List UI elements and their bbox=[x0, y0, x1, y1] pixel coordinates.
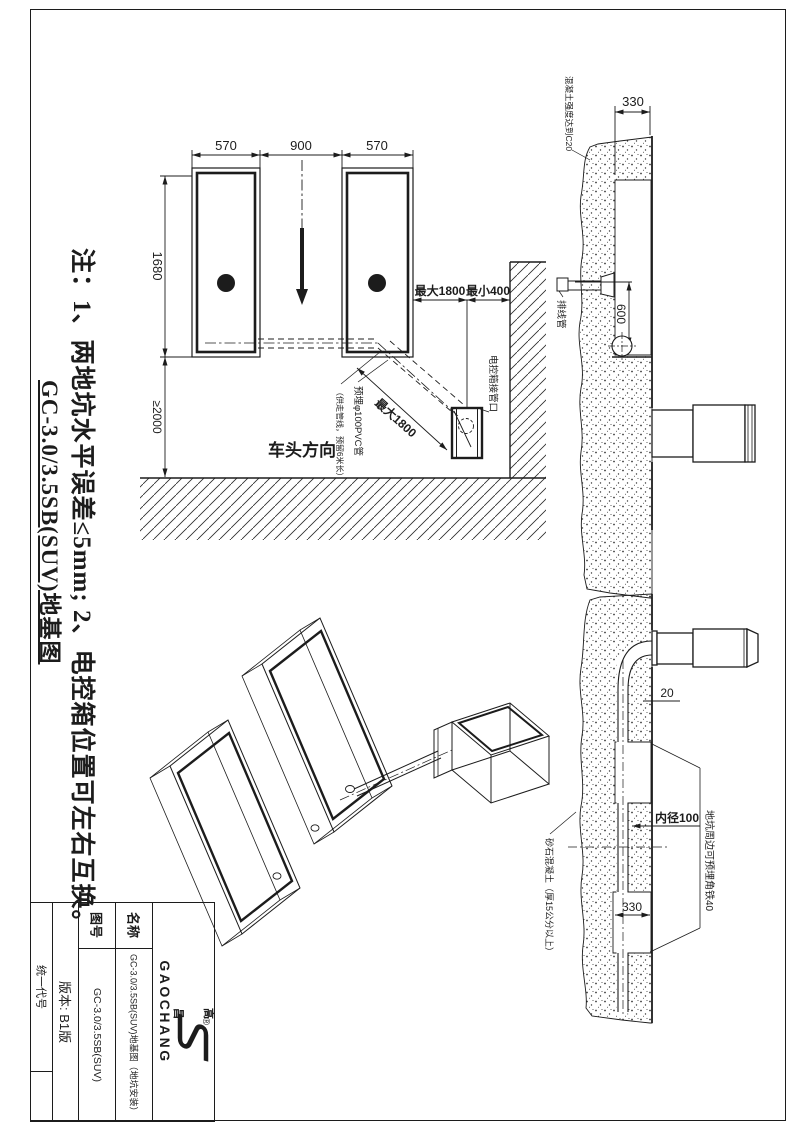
control-box-plan bbox=[450, 406, 484, 460]
direction-arrow bbox=[296, 228, 308, 305]
plan-view: 570 900 570 1680 ≥2000 车头方向 bbox=[140, 138, 546, 540]
section-view-lower: 20 内径100 330 地坑周边可预埋角铁40 砂石混凝土（厚15公分以上） bbox=[544, 593, 759, 1024]
right-platform bbox=[341, 167, 414, 358]
dim-1680: 1680 bbox=[150, 252, 165, 281]
drawing-no-value: GC-3.0/3.5SB(SUV) bbox=[91, 988, 103, 1082]
unified-code-label: 统一代号 bbox=[34, 964, 47, 1009]
conduit-hole bbox=[458, 418, 474, 434]
title-block: 统一代号 版本: B1版 图号 GC-3.0/3.5SB(SUV) 名称 GC-… bbox=[30, 902, 215, 1122]
angle-iron-label: 地坑周边可预埋角铁40 bbox=[703, 810, 716, 912]
angle-iron-callout bbox=[649, 743, 701, 953]
dim-diag-max1800: 最大1800 bbox=[372, 395, 420, 440]
sheet-border-frame bbox=[30, 9, 786, 1121]
logo-column: 高 昌 ® GAOCHANG bbox=[153, 903, 214, 1121]
gravel-concrete-label: 砂石混凝土（厚15公分以上） bbox=[544, 838, 555, 956]
name-value: GC-3.0/3.5SB(SUV)地基图（地坑安装） bbox=[128, 954, 139, 1116]
iso-control-box bbox=[433, 702, 551, 804]
iso-platform-right bbox=[241, 617, 393, 845]
registered-mark: ® bbox=[199, 1017, 211, 1025]
dim-min400: 最小400 bbox=[466, 283, 510, 298]
dim-20: 20 bbox=[660, 686, 674, 700]
unified-code-value-cell bbox=[31, 1072, 52, 1121]
gaochang-logo: 高 昌 ® GAOCHANG bbox=[154, 917, 214, 1107]
note-text: 注：1、两地坑水平误差≤5mm; 2、电控箱位置可左右互换。 bbox=[68, 248, 95, 936]
drawing-no-column: 图号 GC-3.0/3.5SB(SUV) bbox=[79, 903, 116, 1121]
isometric-view bbox=[149, 617, 551, 947]
gravel-leader bbox=[549, 811, 577, 835]
name-label: 名称 bbox=[125, 912, 141, 939]
name-column: 名称 GC-3.0/3.5SB(SUV)地基图（地坑安装） bbox=[116, 903, 153, 1121]
top-dimensions bbox=[191, 150, 414, 168]
depth-600-dim bbox=[575, 281, 632, 346]
inner-dia-label: 内径100 bbox=[655, 810, 699, 825]
drawing-no-label: 图号 bbox=[88, 912, 104, 939]
brand-cn-bottom: 昌 bbox=[171, 1008, 184, 1019]
drawing-title-text: GC-3.0/3.5SB(SUV)地基图 bbox=[37, 380, 62, 665]
conduit-note-label: （供走管线，预留6米长） bbox=[335, 388, 345, 480]
version-column: 版本: B1版 bbox=[53, 903, 79, 1121]
box-port-leader bbox=[479, 408, 490, 413]
left-dimensions bbox=[160, 175, 192, 477]
left-platform bbox=[191, 167, 261, 358]
dim-600: 600 bbox=[614, 304, 628, 324]
conduit-circle bbox=[608, 332, 636, 360]
drain-label: 排线管 bbox=[555, 300, 567, 329]
conduit-label: 预埋φ100PVC管 bbox=[352, 386, 364, 456]
concrete-ground-lower bbox=[579, 593, 653, 1024]
anchor-dot bbox=[217, 274, 235, 292]
dim-570-left: 570 bbox=[215, 138, 237, 153]
diag-dim-line bbox=[356, 367, 448, 451]
concrete-ground bbox=[578, 136, 653, 599]
dim-max1800: 最大1800 bbox=[415, 283, 466, 298]
section-view-upper: 330 混凝土强度达到C20 排线管 600 bbox=[555, 76, 756, 599]
anchor-dot bbox=[368, 274, 386, 292]
dim-20-lines bbox=[643, 694, 680, 708]
drain-sleeve bbox=[556, 272, 615, 298]
note-column: 注：1、两地坑水平误差≤5mm; 2、电控箱位置可左右互换。 GC-3.0/3.… bbox=[30, 248, 98, 1118]
conduit-leaders bbox=[340, 351, 389, 385]
unified-code-column: 统一代号 bbox=[31, 903, 53, 1121]
iso-pipe bbox=[339, 749, 453, 801]
pit-depth-dim bbox=[614, 106, 651, 175]
lift-cylinder-lower bbox=[651, 627, 759, 669]
box-port-label: 电控箱接管口 bbox=[487, 355, 499, 412]
dim-900: 900 bbox=[290, 138, 312, 153]
dim-570-right: 570 bbox=[366, 138, 388, 153]
lift-cylinder-upper bbox=[651, 404, 756, 463]
drain-leader bbox=[558, 290, 564, 298]
concrete-grade-label: 混凝土强度达到C20 bbox=[564, 76, 574, 151]
dim-ge2000: ≥2000 bbox=[150, 400, 164, 434]
conduit-pipe bbox=[616, 640, 653, 1016]
dim-330-upper: 330 bbox=[622, 94, 644, 109]
gaochang-logo-mark bbox=[177, 1013, 208, 1062]
dim-330-lower: 330 bbox=[622, 900, 642, 914]
concrete-leader bbox=[571, 149, 591, 161]
iso-platform-left bbox=[149, 719, 301, 947]
version-label: 版本: B1版 bbox=[57, 980, 72, 1044]
direction-label: 车头方向 bbox=[268, 440, 336, 460]
wall-hatch bbox=[140, 261, 546, 540]
right-dimensions bbox=[413, 297, 510, 408]
